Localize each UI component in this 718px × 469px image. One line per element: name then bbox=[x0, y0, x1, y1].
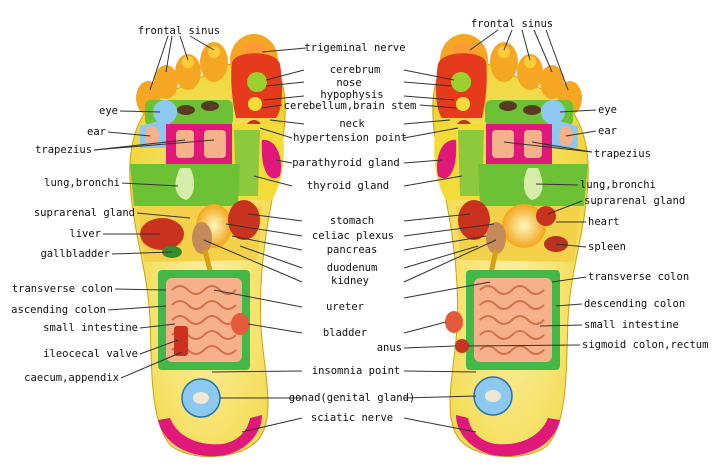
label-left-lung-bronchi: lung,bronchi bbox=[44, 177, 120, 189]
label-cerebrum: cerebrum bbox=[329, 64, 381, 76]
label-cerebellum-brain-stem: cerebellum,brain stem bbox=[283, 100, 417, 112]
label-trigeminal-nerve: trigeminal nerve bbox=[304, 42, 406, 54]
left-foot bbox=[129, 34, 286, 457]
label-celiac-plexus: celiac plexus bbox=[311, 230, 395, 242]
label-left-ear: ear bbox=[87, 126, 106, 138]
label-right-spleen: spleen bbox=[588, 241, 626, 253]
label-left-trapezius: trapezius bbox=[35, 144, 92, 156]
label-insomnia-point: insomnia point bbox=[311, 365, 401, 377]
label-right-descending-colon: descending colon bbox=[584, 298, 686, 310]
label-parathyroid-gland: parathyroid gland bbox=[292, 157, 400, 169]
label-right-suprarenal-gland: suprarenal gland bbox=[584, 195, 686, 207]
label-hypertension-point: hypertension point bbox=[293, 132, 407, 144]
label-left-ascending-colon: ascending colon bbox=[11, 304, 106, 316]
label-left-frontal-sinus: frontal sinus bbox=[137, 25, 221, 37]
label-stomach: stomach bbox=[329, 215, 375, 227]
label-left-small-intestine: small intestine bbox=[43, 322, 138, 334]
leader-lines bbox=[93, 29, 597, 433]
label-left-liver: liver bbox=[69, 228, 101, 240]
label-hypophysis: hypophysis bbox=[320, 89, 384, 101]
right-foot bbox=[432, 34, 589, 457]
label-left-suprarenal-gland: suprarenal gland bbox=[33, 207, 135, 219]
label-right-transverse-colon: transverse colon bbox=[588, 271, 690, 283]
label-right-small-intestine: small intestine bbox=[584, 319, 679, 331]
label-gonad: gonad(genital gland) bbox=[288, 392, 416, 404]
label-pancreas: pancreas bbox=[326, 244, 378, 256]
label-kidney: kidney bbox=[331, 275, 369, 287]
label-thyroid-gland: thyroid gland bbox=[306, 180, 390, 192]
label-right-lung-bronchi: lung,bronchi bbox=[580, 179, 656, 191]
label-left-transverse-colon: transverse colon bbox=[11, 283, 113, 295]
label-right-trapezius: trapezius bbox=[594, 148, 651, 160]
label-left-gallbladder: gallbladder bbox=[40, 248, 110, 260]
label-bladder: bladder bbox=[322, 327, 368, 339]
label-left-ileocecal-valve: ileocecal valve bbox=[43, 348, 138, 360]
label-right-ear: ear bbox=[598, 125, 617, 137]
label-left-eye: eye bbox=[99, 105, 118, 117]
label-right-frontal-sinus: frontal sinus bbox=[470, 18, 554, 30]
label-sciatic-nerve: sciatic nerve bbox=[310, 412, 394, 424]
label-left-caecum-appendix: caecum,appendix bbox=[24, 372, 119, 384]
label-anus: anus bbox=[376, 342, 402, 354]
label-right-eye: eye bbox=[598, 104, 617, 116]
label-duodenum: duodenum bbox=[326, 262, 378, 274]
label-nose: nose bbox=[336, 77, 362, 89]
label-neck: neck bbox=[339, 118, 365, 130]
label-right-heart: heart bbox=[588, 216, 620, 228]
label-right-sigmoid-colon-rectum: sigmoid colon,rectum bbox=[582, 339, 709, 351]
label-ureter: ureter bbox=[326, 301, 364, 313]
